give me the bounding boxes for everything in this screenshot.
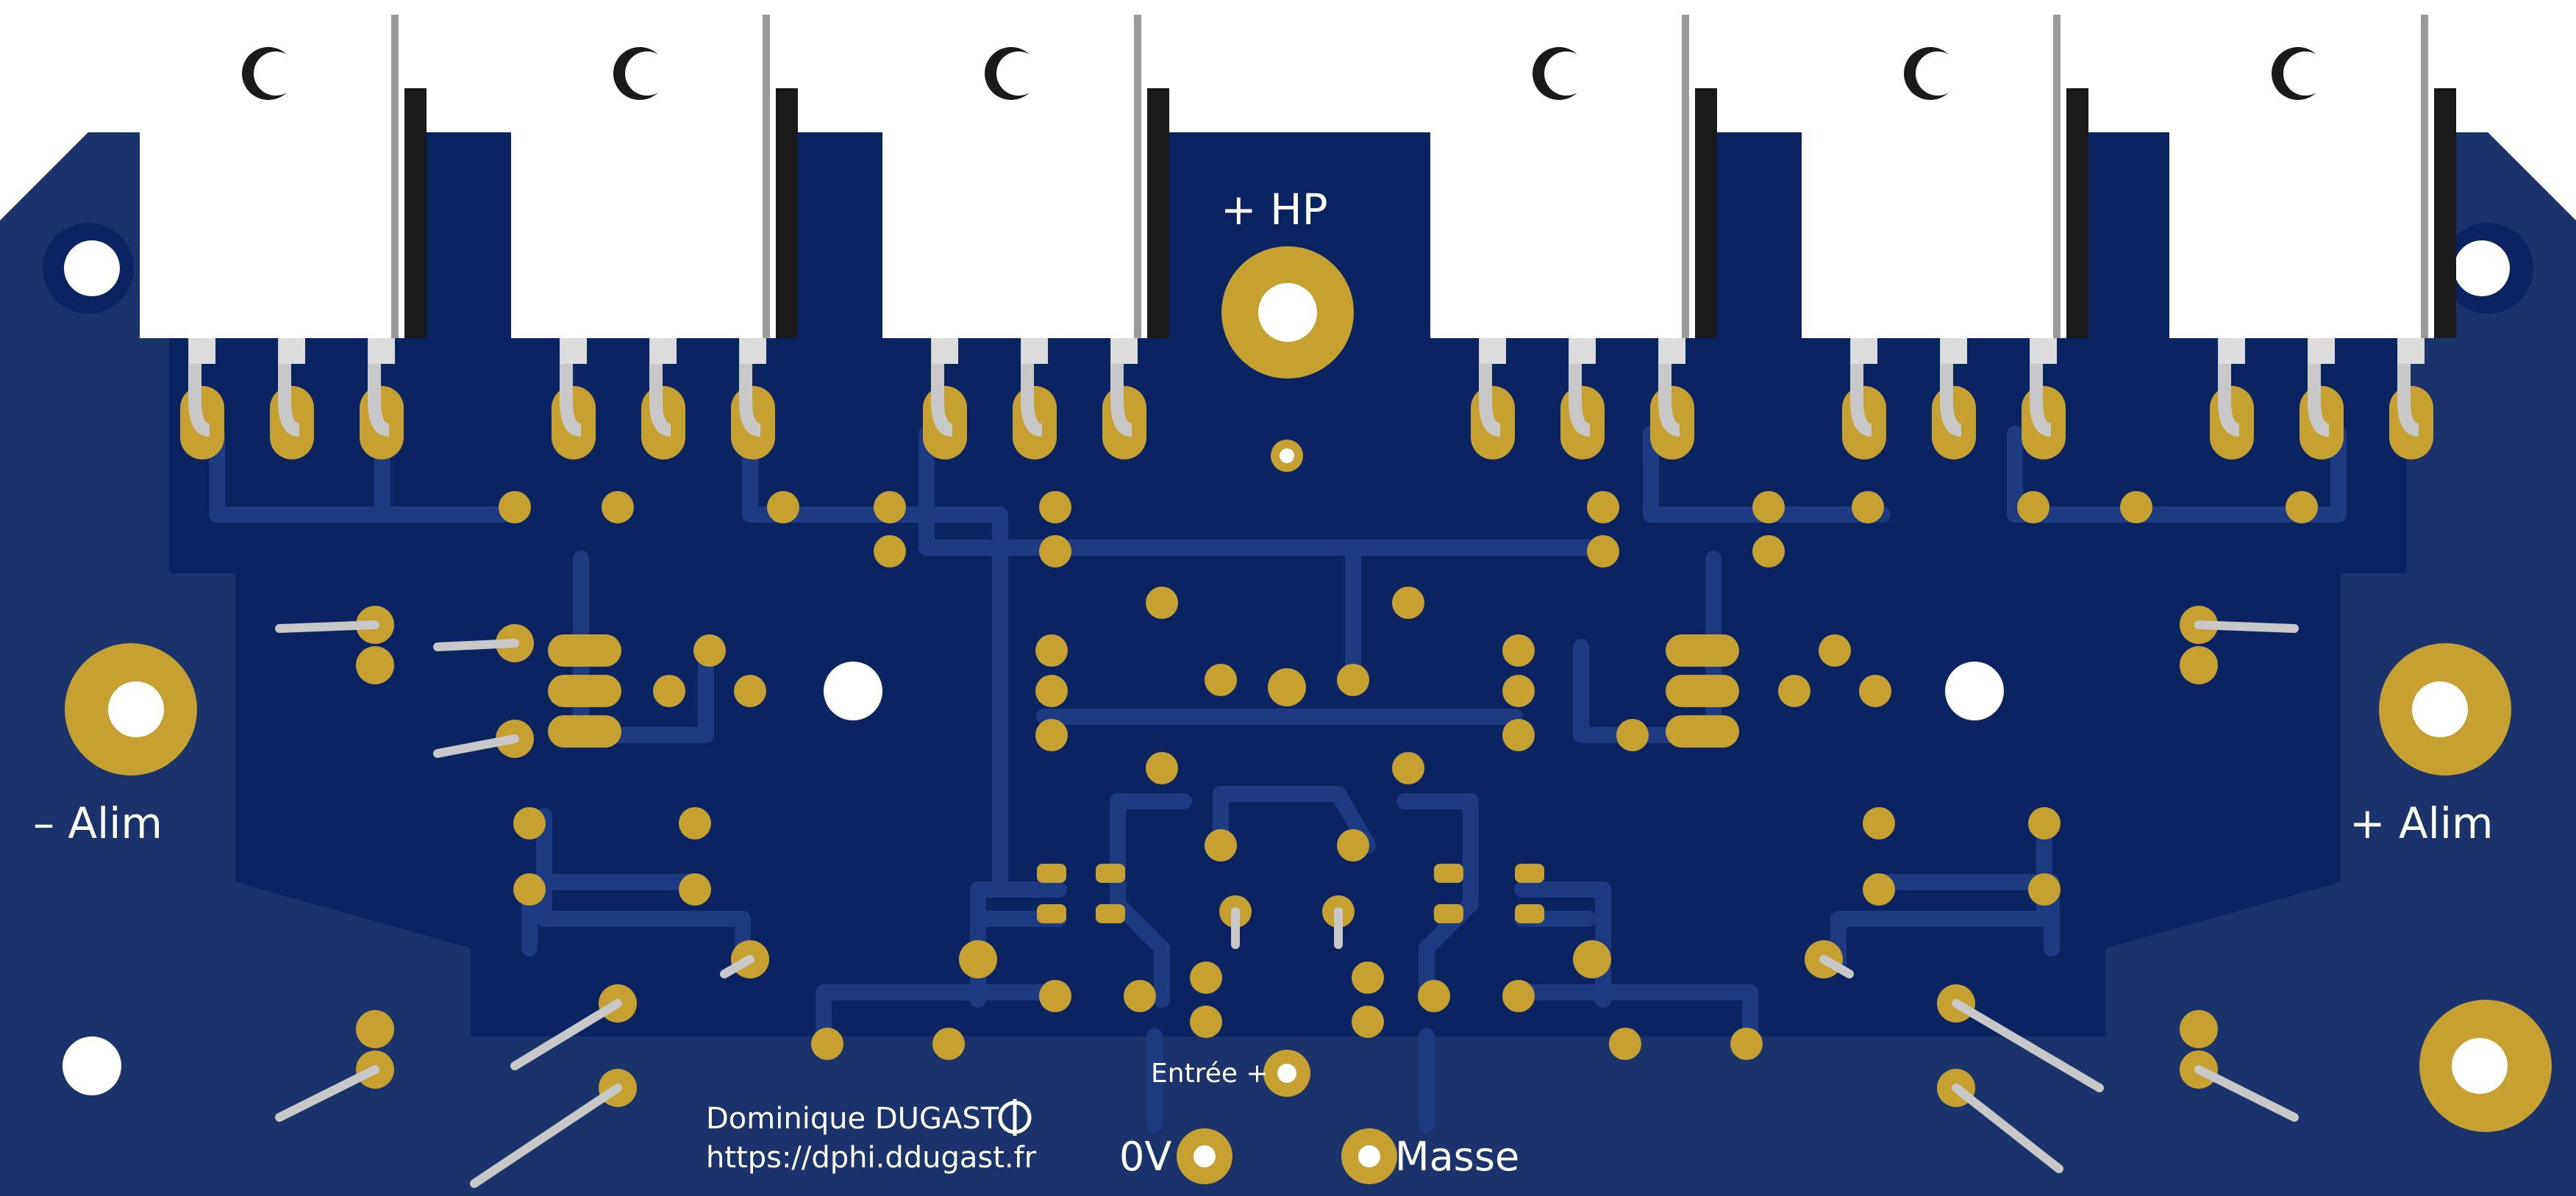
mounting-hole-bl — [63, 1036, 121, 1095]
transistor-lead-base — [368, 338, 395, 364]
transistor-lead-base — [1021, 338, 1048, 364]
transistor-lead — [1021, 338, 1043, 437]
transistor-lead-base — [1851, 338, 1877, 364]
power-transistor-4 — [1430, 0, 1717, 459]
transistor-lead — [188, 338, 211, 437]
label-url: https://dphi.ddugast.fr — [706, 1141, 1037, 1175]
label-zero-v: 0V — [1119, 1134, 1171, 1180]
transistor-body — [882, 0, 1147, 338]
component-leads — [275, 620, 2299, 1188]
mounting-hole-tr — [2454, 240, 2510, 296]
label-author: Dominique DUGAST — [706, 1102, 999, 1136]
transistor-lead-base — [650, 338, 677, 364]
transistor-edge — [2421, 15, 2428, 338]
transistor-lead — [1850, 338, 1873, 437]
transistor-lead-base — [2219, 338, 2245, 364]
hp-pad-hole — [1258, 283, 1317, 342]
small-transistors — [548, 634, 1739, 923]
transistor-edge — [2053, 15, 2061, 338]
label-alim-pos: + Alim — [2350, 798, 2493, 848]
label-alim-neg: – Alim — [33, 798, 163, 848]
pad-drill-holes — [1194, 448, 1380, 1167]
pcb-traces — [209, 426, 2347, 1133]
transistor-lead — [368, 338, 390, 437]
transistor-lead — [2030, 338, 2052, 437]
transistor-body — [1802, 0, 2066, 338]
transistor-lead-base — [1111, 338, 1138, 364]
transistor-lead — [739, 338, 762, 437]
transistor-body — [1430, 0, 1695, 338]
power-pads — [65, 246, 2552, 1132]
transistor-lead — [1658, 338, 1681, 437]
transistor-body — [140, 0, 404, 338]
transistor-hole — [1544, 51, 1588, 96]
transistor-lead — [278, 338, 301, 437]
transistor-lead — [2397, 338, 2420, 437]
transistor-body — [511, 0, 776, 338]
power-transistor-1 — [140, 0, 427, 459]
transistor-lead-base — [1569, 338, 1596, 364]
mounting-hole-ml — [824, 662, 882, 720]
transistor-edge — [391, 15, 399, 338]
transistor-lead-base — [2398, 338, 2425, 364]
transistor-lead — [1110, 338, 1133, 437]
power-transistor-5 — [1802, 0, 2088, 459]
ground-pad-right-hole — [2452, 1038, 2508, 1094]
transistor-lead — [1569, 338, 1591, 437]
alim-neg-pad-hole — [108, 681, 164, 737]
power-transistor-row — [140, 0, 2456, 459]
alim-pos-pad-hole — [2412, 681, 2468, 737]
transistor-hole — [254, 51, 298, 96]
mounting-hole-mr — [1945, 662, 2004, 720]
copper-fill-zones — [0, 132, 2576, 1196]
transistor-lead — [649, 338, 672, 437]
mounting-hole-tl — [64, 240, 120, 296]
transistor-lead — [1940, 338, 1963, 437]
label-hp: + HP — [1221, 185, 1328, 234]
transistor-hole — [996, 51, 1041, 96]
transistor-lead-base — [1659, 338, 1685, 364]
transistor-lead-base — [189, 338, 215, 364]
transistor-lead — [2218, 338, 2241, 437]
transistor-lead-base — [2308, 338, 2335, 364]
transistor-lead-base — [560, 338, 587, 364]
transistor-edge — [1134, 15, 1141, 338]
transistor-edge — [763, 15, 770, 338]
power-transistor-2 — [511, 0, 798, 459]
transistor-lead-base — [279, 338, 305, 364]
transistor-lead-base — [1941, 338, 1967, 364]
transistor-lead — [560, 338, 582, 437]
transistor-hole — [1916, 51, 1960, 96]
transistor-lead-base — [1480, 338, 1506, 364]
power-transistor-3 — [882, 0, 1169, 459]
transistor-edge — [1682, 15, 1689, 338]
transistor-lead-base — [2030, 338, 2057, 364]
transistor-lead — [931, 338, 954, 437]
transistor-lead — [2308, 338, 2330, 437]
transistor-lead — [1479, 338, 1502, 437]
author-logo-icon — [998, 1099, 1032, 1136]
label-entree: Entrée + — [1151, 1059, 1269, 1089]
transistor-hole — [2283, 51, 2327, 96]
label-masse: Masse — [1395, 1134, 1519, 1180]
mounting-holes — [43, 223, 2533, 1095]
transistor-lead-base — [740, 338, 766, 364]
transistor-lead-base — [932, 338, 958, 364]
power-transistor-6 — [2169, 0, 2456, 459]
transistor-body — [2169, 0, 2434, 338]
transistor-hole — [625, 51, 669, 96]
